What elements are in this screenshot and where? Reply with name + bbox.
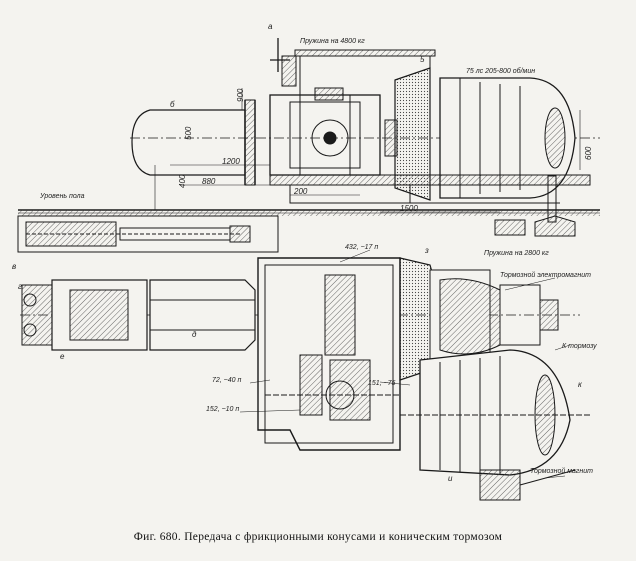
- gear-large: [324, 274, 356, 356]
- label-gear-72: 72, ~40 п: [212, 377, 242, 384]
- mark-d: д: [192, 330, 197, 339]
- mark-k: к: [578, 380, 582, 389]
- dim-600: 600: [584, 146, 593, 160]
- lower-section-view: [20, 249, 590, 501]
- label-magnet: Тормозной электромагнит: [500, 272, 591, 279]
- mark-z: з: [425, 246, 429, 255]
- gear-small-a: [299, 354, 323, 416]
- mark-e: е: [60, 352, 65, 361]
- mark-b: б: [170, 100, 175, 109]
- engineering-drawing: [17, 38, 600, 501]
- dim-500: 500: [184, 126, 193, 140]
- mark-i: и: [448, 474, 453, 483]
- dim-880: 880: [202, 177, 216, 186]
- label-motor: 75 лс 205-800 об/мин: [466, 68, 536, 75]
- gear-small-b: [329, 359, 371, 421]
- figure-caption: Фиг. 680. Передача с фрикционными конуса…: [133, 531, 503, 543]
- dim-1500: 1500: [400, 204, 418, 213]
- left-drum: [131, 109, 246, 176]
- mark-a: а: [268, 22, 273, 31]
- label-bottom-right: Тормозной магнит: [530, 468, 593, 475]
- dim-400: 400: [178, 174, 187, 188]
- dim-5: 5: [420, 55, 425, 64]
- dim-200: 200: [294, 187, 308, 196]
- upper-elevation-view: [17, 38, 600, 253]
- conical-brake: [419, 349, 571, 476]
- label-bracket: К тормозу: [562, 343, 597, 350]
- label-spring-bottom: Пружина на 2800 кг: [484, 250, 549, 257]
- mark-v: в: [12, 262, 17, 271]
- dim-900a: 900: [236, 88, 245, 102]
- label-gear-432: 432, ~17 п: [345, 244, 379, 251]
- label-gear-152: 152, ~10 п: [206, 406, 240, 413]
- label-ground: Уровень пола: [40, 193, 85, 200]
- label-gear-151: 151, ~75: [368, 380, 396, 387]
- label-spring-top: Пружина на 4800 кг: [300, 38, 365, 45]
- dim-1200: 1200: [222, 157, 240, 166]
- lower-motor: [149, 279, 256, 351]
- floor-hatch: [18, 210, 600, 216]
- mark-g: г: [18, 282, 22, 291]
- electric-motor: [439, 77, 576, 199]
